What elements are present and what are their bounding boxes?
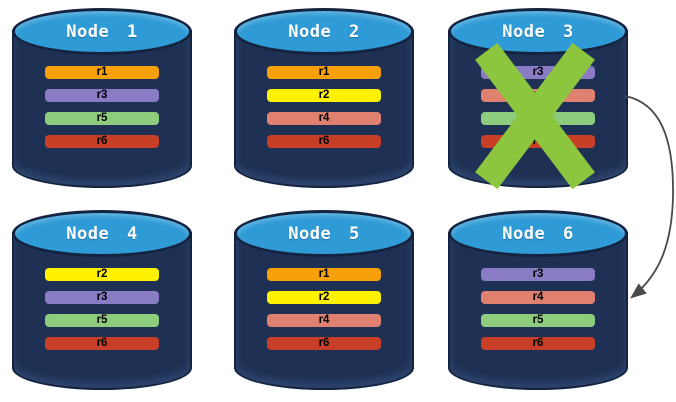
replica-label: r3 bbox=[96, 88, 108, 101]
replica-bar: r3 bbox=[45, 89, 159, 102]
replica-bar: r3 bbox=[45, 291, 159, 304]
replica-label: r3 bbox=[532, 267, 544, 280]
replica-bar: r1 bbox=[267, 66, 381, 79]
cylinder-body bbox=[12, 30, 192, 188]
cylinder-body bbox=[448, 232, 628, 390]
node-cylinder: Node 5 r1 r2 r4 r6 bbox=[234, 210, 414, 392]
replica-label: r6 bbox=[318, 336, 330, 349]
replica-bar: r5 bbox=[45, 314, 159, 327]
replica-label: r2 bbox=[318, 290, 330, 303]
node-cylinder: Node 2 r1 r2 r4 r6 bbox=[234, 8, 414, 190]
replica-bar: r6 bbox=[267, 135, 381, 148]
replica-label: r1 bbox=[96, 65, 108, 78]
replica-bar: r6 bbox=[45, 337, 159, 350]
replica-bar: r2 bbox=[45, 268, 159, 281]
node-title: Node 6 bbox=[502, 223, 574, 244]
replica-bar: r3 bbox=[481, 268, 595, 281]
replica-bar: r2 bbox=[267, 291, 381, 304]
replica-label: r5 bbox=[96, 111, 108, 124]
replica-label: r4 bbox=[318, 111, 330, 124]
node-cylinder: Node 4 r2 r3 r5 r6 bbox=[12, 210, 192, 392]
replica-label: r2 bbox=[318, 88, 330, 101]
replica-label: r1 bbox=[318, 267, 330, 280]
cylinder-body bbox=[234, 30, 414, 188]
replica-bar: r5 bbox=[481, 314, 595, 327]
replica-bar: r6 bbox=[481, 337, 595, 350]
replica-bar: r1 bbox=[45, 66, 159, 79]
replica-bar: r1 bbox=[267, 268, 381, 281]
replica-bar: r6 bbox=[45, 135, 159, 148]
node-cylinder: Node 6 r3 r4 r5 r6 bbox=[448, 210, 628, 392]
replica-bar: r4 bbox=[267, 112, 381, 125]
node-title: Node 3 bbox=[502, 21, 574, 42]
replica-label: r6 bbox=[96, 134, 108, 147]
cylinder-top: Node 4 bbox=[12, 210, 192, 257]
cylinder-top: Node 3 bbox=[448, 8, 628, 55]
replica-bar: r4 bbox=[481, 291, 595, 304]
replica-bar: r2 bbox=[267, 89, 381, 102]
cylinder-top: Node 5 bbox=[234, 210, 414, 257]
replica-label: r6 bbox=[532, 336, 544, 349]
replica-bar: r5 bbox=[45, 112, 159, 125]
replica-bar: r4 bbox=[267, 314, 381, 327]
replica-label: r5 bbox=[532, 313, 544, 326]
node-title: Node 5 bbox=[288, 223, 360, 244]
cylinder-body bbox=[12, 232, 192, 390]
replica-label: r4 bbox=[318, 313, 330, 326]
node-title: Node 1 bbox=[66, 21, 138, 42]
replica-label: r6 bbox=[96, 336, 108, 349]
replica-label: r3 bbox=[532, 65, 544, 78]
replica-label: r3 bbox=[96, 290, 108, 303]
cylinder-top: Node 6 bbox=[448, 210, 628, 257]
cylinder-body bbox=[234, 232, 414, 390]
replica-label: r2 bbox=[96, 267, 108, 280]
arrow-curve bbox=[624, 95, 674, 299]
replica-label: r6 bbox=[318, 134, 330, 147]
cylinder-top: Node 1 bbox=[12, 8, 192, 55]
cylinder-top: Node 2 bbox=[234, 8, 414, 55]
replica-label: r4 bbox=[532, 290, 544, 303]
replica-bar: r6 bbox=[267, 337, 381, 350]
replica-label: r5 bbox=[96, 313, 108, 326]
node-title: Node 4 bbox=[66, 223, 138, 244]
node-title: Node 2 bbox=[288, 21, 360, 42]
replica-label: r1 bbox=[318, 65, 330, 78]
node-cylinder: Node 1 r1 r3 r5 r6 bbox=[12, 8, 192, 190]
